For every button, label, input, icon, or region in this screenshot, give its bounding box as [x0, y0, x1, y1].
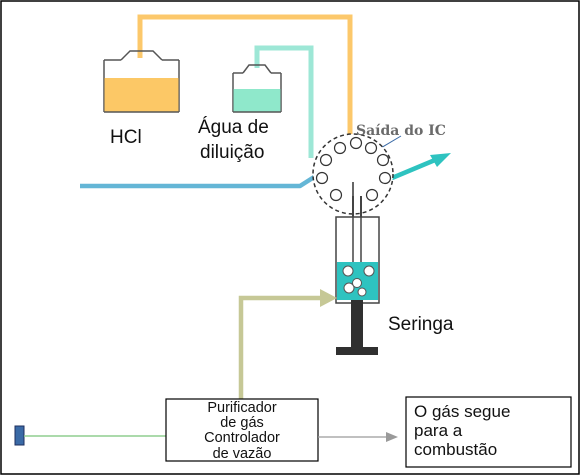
- gas-inlet-icon: [14, 425, 25, 446]
- hcl-bottle-icon: [103, 50, 180, 113]
- purified-gas-line: [238, 295, 322, 399]
- purificador-label: Purificador de gás Controlador de vazão: [166, 400, 318, 462]
- agua-label-line2: diluição: [200, 142, 265, 163]
- purified-gas-arrowhead: [320, 289, 337, 307]
- purificador-line4: de vazão: [212, 445, 272, 462]
- purificador-line3: Controlador: [204, 430, 280, 447]
- water-tubing: [254, 45, 314, 158]
- hcl-label: HCl: [110, 127, 142, 148]
- hcl-tubing: [137, 14, 353, 153]
- multiport-valve-icon: [312, 133, 394, 215]
- ic-sample-inlet-line: [80, 170, 324, 189]
- purificador-line1: Purificador: [207, 400, 277, 416]
- destino-label: O gás segue para a combustão: [414, 402, 569, 459]
- water-bottle-icon: [232, 64, 282, 113]
- seringa-label: Seringa: [388, 314, 454, 335]
- purificador-line2: de gás: [220, 415, 264, 432]
- saida-label: Saída do IC: [356, 123, 446, 139]
- agua-label-line1: Água de: [198, 117, 269, 138]
- destino-line2: para a: [414, 421, 463, 441]
- ic-outlet-line: [389, 157, 438, 181]
- purifier-controller-box: [165, 398, 319, 462]
- destino-line1: O gás segue: [414, 402, 511, 421]
- combustion-flow-arrowhead: [386, 432, 398, 442]
- destino-line3: combustão: [414, 440, 498, 460]
- syringe-icon: [335, 196, 380, 355]
- ic-outlet-arrowhead: [430, 153, 451, 167]
- combustion-box: [405, 396, 572, 468]
